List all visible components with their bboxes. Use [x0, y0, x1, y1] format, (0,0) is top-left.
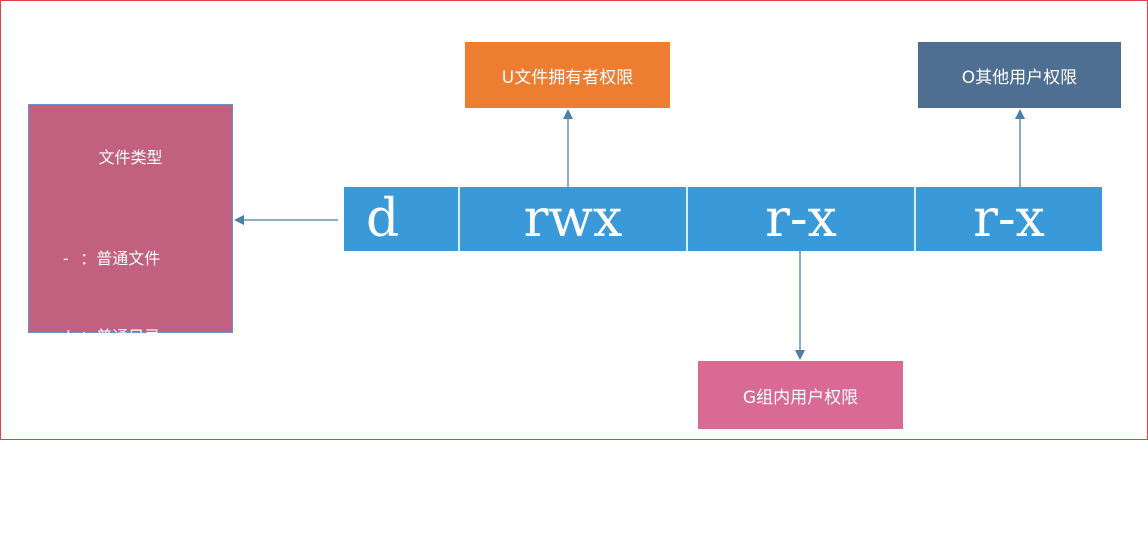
others-permission-label: O其他用户权限: [918, 42, 1121, 108]
permission-string-bar: d rwx r-x r-x: [344, 187, 1102, 251]
perm-cell-type: d: [366, 189, 400, 249]
perm-cell-group: r-x: [686, 187, 914, 251]
group-permission-label: G组内用户权限: [698, 361, 903, 429]
file-type-line-directory: d ：普通目录: [61, 327, 161, 346]
file-type-line-link-note: （软连接）: [97, 483, 178, 502]
file-type-box: 文件类型 - ：普通文件 d ：普通目录 l ：快捷方式 （软连接）: [28, 104, 233, 502]
file-type-title: 文件类型: [98, 148, 163, 167]
file-type-line-regular: - ：普通文件: [61, 249, 161, 268]
owner-permission-label: U文件拥有者权限: [465, 42, 670, 108]
perm-cell-others: r-x: [914, 187, 1102, 251]
arrows-layer: [234, 109, 1025, 360]
file-type-lines: - ：普通文件 d ：普通目录 l ：快捷方式 （软连接）: [61, 194, 177, 558]
perm-cell-owner: rwx: [458, 187, 686, 251]
file-type-line-link: l ：快捷方式: [61, 405, 161, 424]
